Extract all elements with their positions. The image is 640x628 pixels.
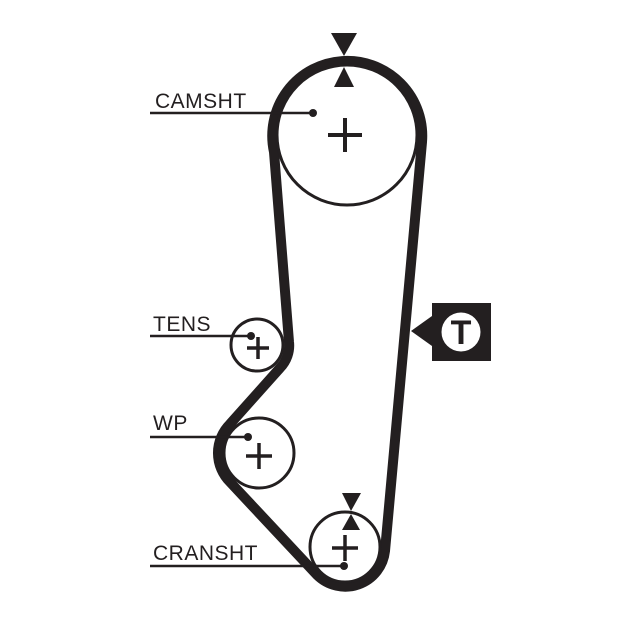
water-pump-pulley <box>222 416 296 490</box>
crankshaft-label-group: CRANSHT <box>150 542 348 570</box>
tensioner-label: TENS <box>153 313 211 336</box>
crankshaft-pulley <box>308 493 382 584</box>
tension-check-badge: T <box>411 303 491 361</box>
tensioner-label-group: TENS <box>150 313 255 340</box>
crankshaft-timing-mark-lower-icon <box>342 514 360 530</box>
tensioner-center-mark-icon <box>247 337 269 359</box>
tension-badge-arrow-left-icon <box>411 316 432 346</box>
crankshaft-leader-dot <box>340 562 348 570</box>
crankshaft-label: CRANSHT <box>153 542 258 565</box>
camshaft-pulley <box>275 33 419 207</box>
timing-belt-path <box>213 55 428 592</box>
tensioner-leader-dot <box>247 332 255 340</box>
camshaft-center-mark-icon <box>328 118 362 152</box>
water-pump-label: WP <box>153 412 188 435</box>
camshaft-timing-mark-upper-icon <box>331 33 357 56</box>
water-pump-center-mark-icon <box>246 443 272 469</box>
camshaft-timing-mark-lower-icon <box>334 67 354 87</box>
camshaft-label: CAMSHT <box>155 90 247 113</box>
camshaft-label-group: CAMSHT <box>150 90 317 117</box>
crankshaft-timing-mark-upper-icon <box>342 493 361 511</box>
camshaft-leader-dot <box>309 109 317 117</box>
water-pump-leader-dot <box>244 433 252 441</box>
tension-badge-circle <box>441 312 481 352</box>
tensioner-pulley <box>229 317 285 373</box>
tension-badge-letter-icon: T <box>451 314 472 352</box>
crankshaft-center-mark-icon <box>332 535 358 561</box>
water-pump-label-group: WP <box>150 412 252 441</box>
